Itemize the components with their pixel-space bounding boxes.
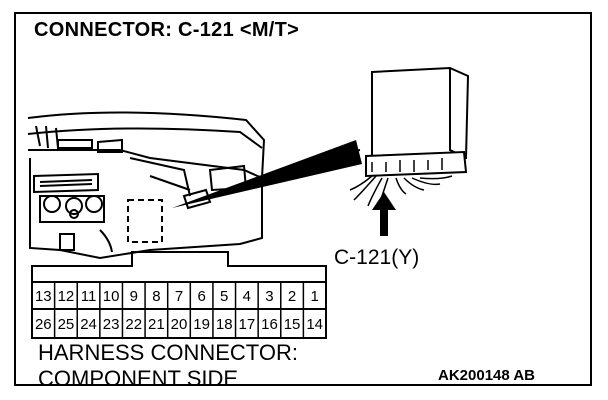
- pin-11: 11: [80, 287, 97, 305]
- ecu-location-box: [127, 199, 163, 243]
- footer-line-1: HARNESS CONNECTOR:: [38, 340, 298, 365]
- diagram-title: CONNECTOR: C-121 <M/T>: [34, 19, 300, 41]
- connector-label: C-121(Y): [334, 246, 420, 269]
- pin-17: 17: [238, 315, 256, 333]
- pin-21: 21: [148, 315, 165, 333]
- pin-2: 2: [287, 287, 297, 305]
- ecu-module: [365, 66, 470, 178]
- pin-9: 9: [129, 287, 138, 305]
- pin-4: 4: [242, 287, 252, 305]
- wire-harness: [349, 175, 453, 209]
- pointer-wedge: [172, 140, 362, 208]
- pin-1: 1: [310, 287, 319, 305]
- pin-23: 23: [102, 315, 120, 333]
- pin-3: 3: [265, 287, 274, 305]
- pin-24: 24: [80, 315, 97, 333]
- pin-8: 8: [152, 287, 161, 305]
- pin-26: 26: [34, 315, 52, 333]
- pin-22: 22: [125, 315, 143, 333]
- pin-6: 6: [197, 287, 206, 305]
- pin-7: 7: [174, 287, 184, 305]
- pin-15: 15: [283, 315, 301, 333]
- pin-20: 20: [170, 315, 188, 333]
- pin-10: 10: [102, 287, 120, 305]
- harness-connector: [31, 251, 327, 339]
- up-arrow-icon: [372, 192, 396, 236]
- pin-13: 13: [34, 287, 52, 305]
- pin-18: 18: [215, 315, 233, 333]
- pin-25: 25: [57, 315, 75, 333]
- footer-line-2: COMPONENT SIDE: [38, 366, 239, 391]
- pin-12: 12: [57, 287, 75, 305]
- diagram-frame: [14, 12, 592, 386]
- pin-16: 16: [261, 315, 278, 333]
- pin-5: 5: [220, 287, 229, 305]
- pin-14: 14: [306, 315, 324, 333]
- dashboard-outline: [27, 111, 361, 260]
- pin-19: 19: [193, 315, 210, 333]
- reference-code: AK200148 AB: [438, 367, 535, 384]
- connector-pin-grid: [53, 282, 305, 338]
